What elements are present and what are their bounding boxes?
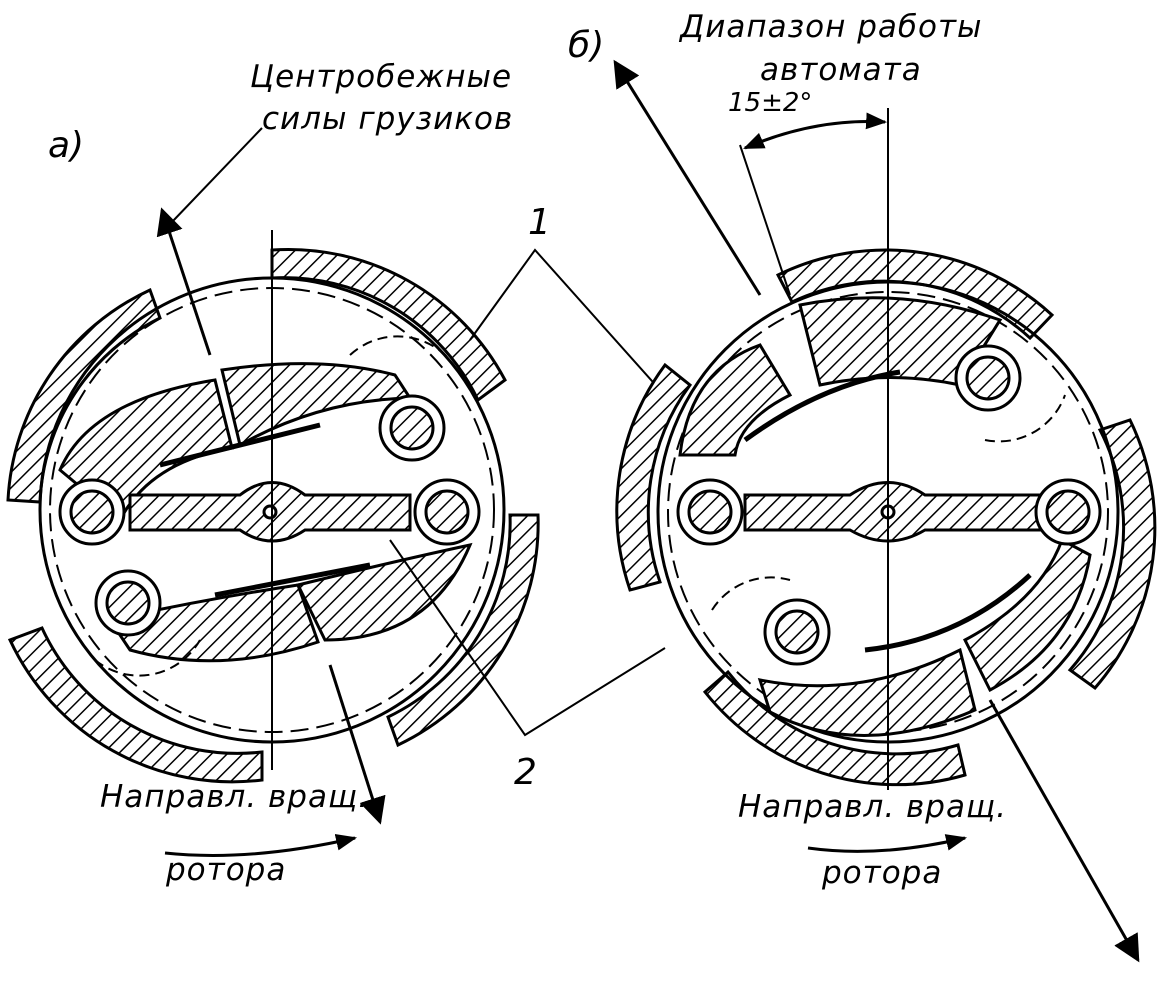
- pivot-lower: [94, 569, 162, 637]
- pivot-right: [413, 478, 481, 546]
- rotation-a-line1: Направл. вращ.: [100, 779, 370, 815]
- force-arrow-b-down: [988, 699, 1140, 963]
- central-axis: [262, 504, 278, 520]
- weight-b-upper-left: [678, 343, 793, 457]
- force-arrow-b-up: [613, 59, 762, 296]
- rotation-arrow-b: [807, 834, 968, 853]
- dashed-weight-arc-a: [349, 335, 451, 361]
- dashed-weight-arc-b: [984, 394, 1066, 443]
- rim-b-bottom: [702, 669, 967, 787]
- lower-spring: [214, 562, 371, 598]
- pivot-b-upper: [954, 344, 1022, 412]
- centrifugal-leader: [171, 127, 263, 223]
- callout-2-leader: [389, 539, 666, 737]
- rim-segment-bottom-left: [7, 626, 264, 784]
- rotation-arrow-a: [164, 834, 358, 857]
- range-line1: Диапазон работы: [680, 9, 983, 45]
- callout-1-leader: [469, 248, 661, 391]
- rim-segment-left: [6, 287, 162, 504]
- angle-label: 15±2°: [728, 88, 813, 118]
- rotation-b-line2: ротора: [822, 855, 943, 891]
- pivot-left: [58, 478, 126, 546]
- rim-segment-top: [270, 247, 507, 403]
- centrifugal-forces-line2: силы грузиков: [262, 101, 514, 137]
- pivot-b-lower: [763, 598, 831, 666]
- callout-2: 2: [514, 752, 537, 793]
- centrifugal-force-arrow-down: [328, 664, 386, 825]
- panel-a-mechanism: [6, 230, 540, 784]
- pivot-b-right: [1034, 478, 1102, 546]
- upper-spring: [159, 422, 321, 468]
- angle-arc: [743, 112, 888, 150]
- dashed-weight-arc-a2: [94, 639, 201, 677]
- panel-b-mechanism: [615, 108, 1157, 790]
- centrifugal-force-arrow-up: [156, 207, 212, 356]
- rim-segment-right: [386, 513, 540, 748]
- rim-b-right: [1067, 418, 1157, 691]
- angle-leader-line: [739, 144, 791, 296]
- rotation-a-line2: ротора: [166, 852, 287, 888]
- pivot-b-left: [676, 478, 744, 546]
- weight-b-lower-right: [963, 537, 1092, 693]
- panel-b-label: б): [568, 25, 605, 66]
- spring-b-upper: [743, 369, 901, 443]
- callout-1: 1: [528, 202, 551, 243]
- weight-b-lower-left: [757, 647, 977, 737]
- centrifugal-forces-line1: Центробежные: [250, 59, 513, 95]
- range-line2: автомата: [760, 52, 922, 88]
- lower-weight-left: [107, 583, 320, 663]
- rotation-b-line1: Направл. вращ.: [738, 789, 1008, 825]
- rim-b-left: [615, 362, 693, 592]
- pivot-upper: [378, 394, 446, 462]
- panel-a-label: а): [48, 125, 85, 166]
- lower-weight: [295, 542, 473, 642]
